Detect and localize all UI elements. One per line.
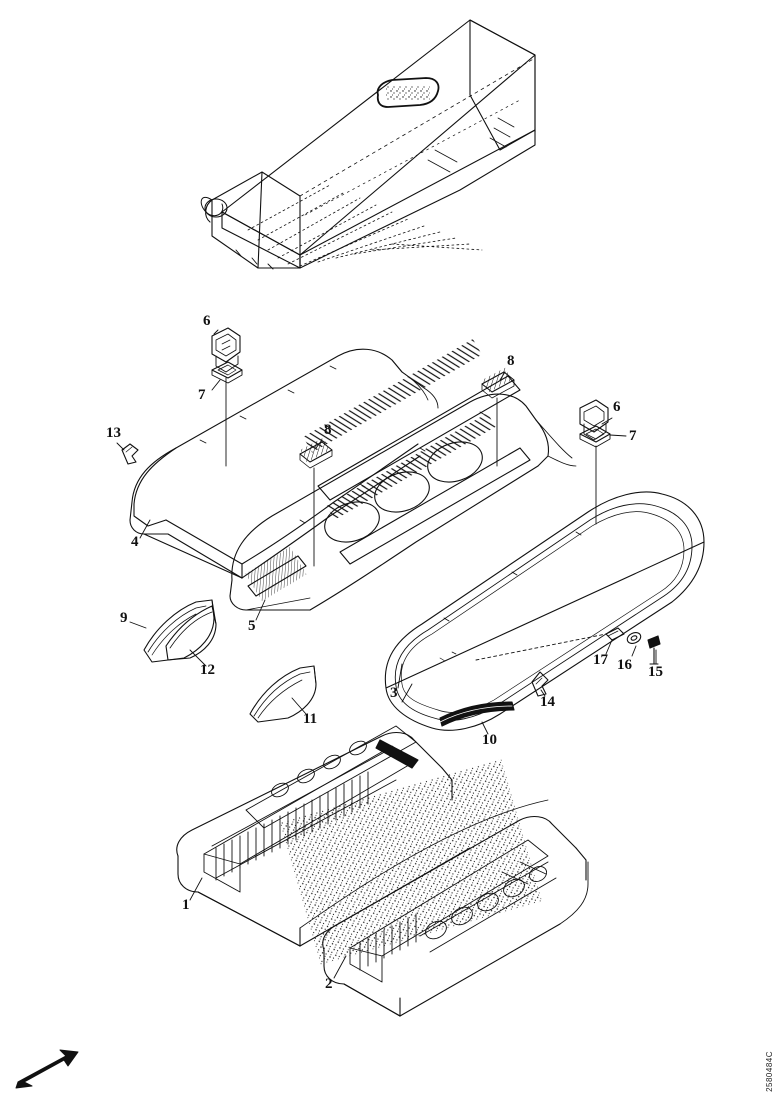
right-base-tray-illustration	[322, 815, 589, 1017]
left-base-tray-illustration	[176, 725, 549, 965]
screw-fastener	[647, 635, 661, 665]
front-direction-arrow	[15, 1049, 79, 1089]
mounting-pad-right	[481, 367, 515, 399]
center-cover-panel-illustration	[229, 339, 577, 611]
callout-7-left: 7	[198, 387, 206, 403]
callout-10: 10	[482, 732, 497, 748]
retainer-clip	[531, 671, 549, 697]
leader-lines	[116, 329, 657, 979]
callout-1: 1	[182, 897, 190, 913]
callout-17: 17	[593, 652, 608, 668]
latch-bracket-clip-left	[211, 327, 241, 373]
wedge-seal-pair	[143, 599, 217, 663]
drawing-watermark: 2580484C	[765, 1051, 774, 1092]
right-cover-panel-illustration	[384, 491, 705, 731]
callout-9: 9	[120, 610, 128, 626]
callout-12: 12	[200, 662, 215, 678]
assembled-unit-illustration	[200, 19, 536, 270]
callout-15: 15	[648, 664, 663, 680]
latch-base-plate-left	[211, 361, 243, 384]
callout-13: 13	[106, 425, 121, 441]
callout-6-right: 6	[613, 399, 621, 415]
callout-11: 11	[303, 711, 318, 727]
hinge-pin	[605, 627, 625, 641]
curved-trim-strip	[439, 701, 515, 727]
small-fastener-clip	[121, 443, 139, 465]
latch-base-plate-right	[579, 425, 611, 448]
end-wedge-seal	[249, 665, 317, 723]
callout-8-left: 8	[324, 422, 332, 438]
callout-7-right: 7	[629, 428, 637, 444]
washer	[626, 632, 642, 644]
callout-6-left: 6	[203, 313, 211, 329]
mounting-pad-left	[299, 437, 333, 469]
callout-16: 16	[617, 657, 632, 673]
callout-8-right: 8	[507, 353, 515, 369]
callout-14: 14	[540, 694, 555, 710]
callout-4: 4	[131, 534, 139, 550]
latch-bracket-clip-right	[579, 399, 609, 441]
callout-3: 3	[390, 685, 398, 701]
callout-5: 5	[248, 618, 256, 634]
callout-2: 2	[325, 976, 333, 992]
